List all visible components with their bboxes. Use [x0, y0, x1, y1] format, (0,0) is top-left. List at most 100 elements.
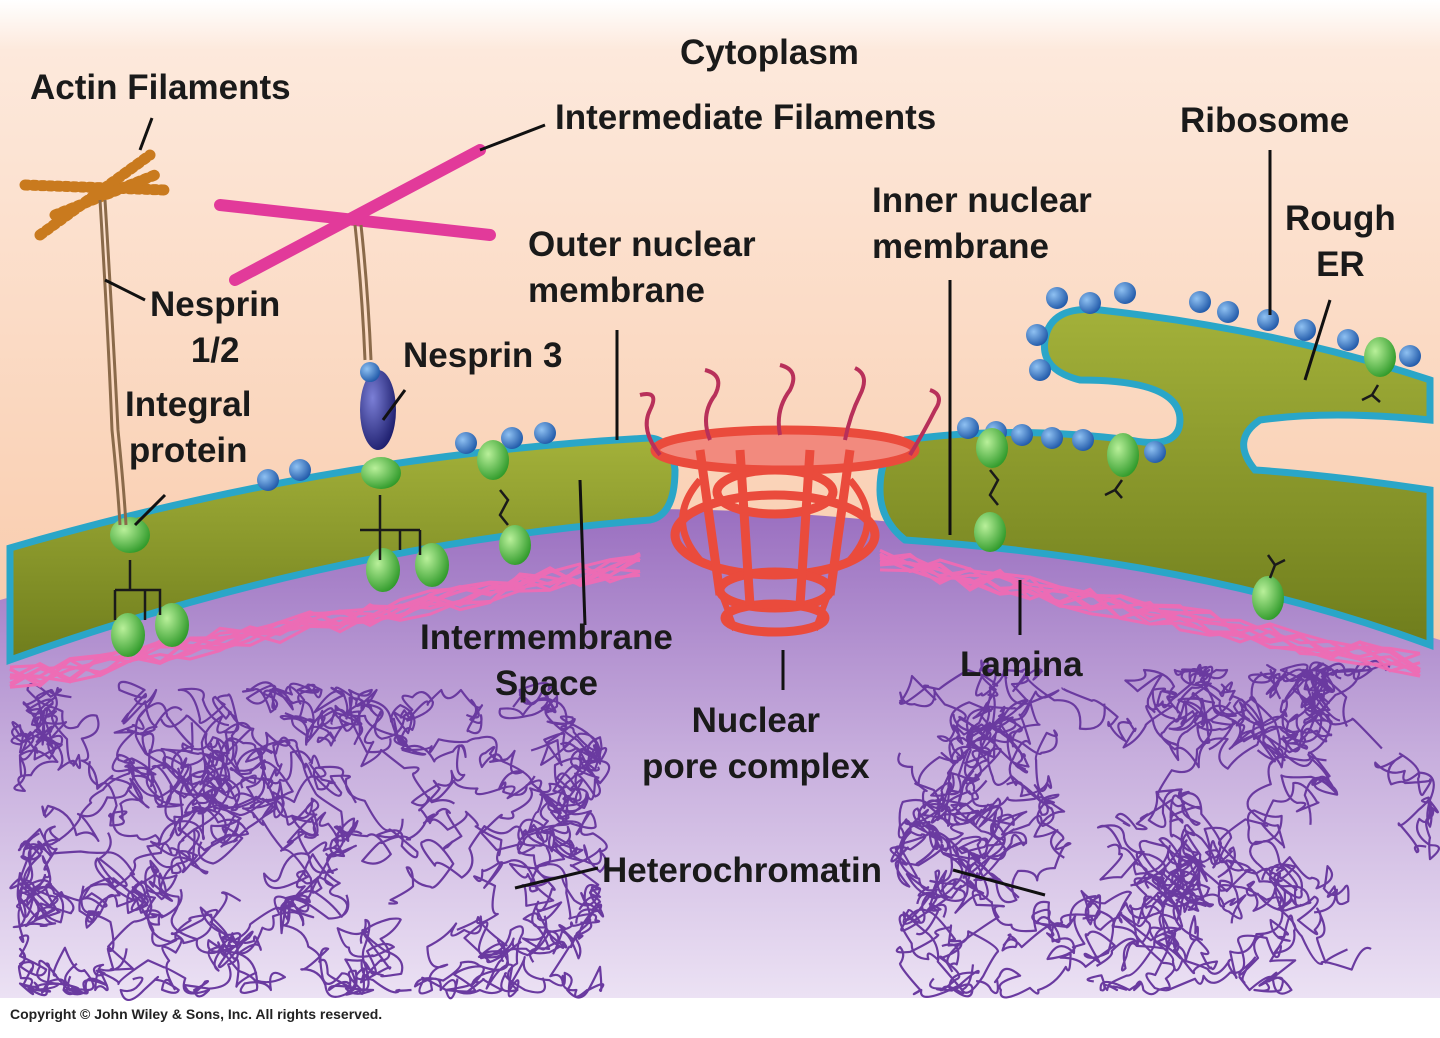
integral-protein	[366, 548, 400, 592]
chromatin-strand	[898, 688, 1030, 769]
ribosome	[1072, 429, 1094, 451]
label-integral-protein-line-2: protein	[128, 431, 248, 470]
chromatin-strand	[240, 739, 359, 874]
label-rough-er-line-2: ER	[1316, 245, 1365, 284]
chromatin-strand	[112, 872, 286, 994]
chromatin-strand	[150, 738, 244, 875]
ribosome	[1011, 424, 1033, 446]
lamina-fiber	[879, 548, 1421, 666]
ribosome	[1041, 427, 1063, 449]
ribosome	[1046, 287, 1068, 309]
lamina-fiber	[9, 551, 641, 684]
ribosome	[289, 459, 311, 481]
label-intermediate-filaments: Intermediate Filaments	[555, 98, 937, 137]
chromatin-strand	[1160, 669, 1284, 770]
label-lamina: Lamina	[960, 645, 1083, 684]
leader-lines	[104, 117, 1332, 897]
chromatin-strand	[410, 775, 555, 907]
label-intermembrane-space-line-1: Intermembrane	[420, 618, 673, 657]
label-inner-nuclear-membrane-line-1: Inner nuclear	[872, 181, 1092, 220]
chromatin-strand	[1153, 809, 1303, 979]
label-integral-protein-line-1: Integral	[125, 385, 252, 424]
integral-protein	[1107, 433, 1139, 477]
chromatin-strand	[535, 790, 608, 873]
chromatin-strand	[512, 688, 602, 767]
chromatin-strand	[1238, 914, 1372, 995]
nucleoplasm-region	[0, 509, 1440, 1000]
label-nesprin-1-2: Nesprin 1/2	[150, 282, 280, 374]
integral-protein	[111, 613, 145, 657]
integral-protein	[499, 525, 531, 565]
ribosome	[1114, 282, 1136, 304]
chromatin-strand	[897, 752, 1006, 905]
chromatin-strand	[485, 918, 605, 999]
ribosome	[534, 422, 556, 444]
label-heterochromatin: Heterochromatin	[602, 851, 883, 890]
label-inner-nuclear-membrane: Inner nuclear membrane	[872, 178, 1092, 270]
chromatin-strand	[85, 760, 178, 971]
glycosylation-marks	[1104, 384, 1381, 579]
label-cytoplasm: Cytoplasm	[680, 33, 859, 72]
footer-band	[0, 998, 1440, 1033]
ribosome	[1079, 292, 1101, 314]
integral-protein	[155, 603, 189, 647]
chromatin-strand	[273, 895, 412, 998]
label-outer-nuclear-membrane-line-2: membrane	[528, 271, 706, 310]
ribosome	[1029, 359, 1051, 381]
label-nesprin-1-2-line-1: Nesprin	[150, 285, 281, 324]
chromatin-strand	[11, 702, 150, 819]
ribosome	[1144, 441, 1166, 463]
chromatin-strand	[173, 791, 320, 852]
chromatin-strand	[360, 698, 467, 805]
chromatin-strand	[1086, 895, 1348, 996]
chromatin-strand	[1095, 891, 1204, 992]
ribosome	[501, 427, 523, 449]
label-outer-nuclear-membrane: Outer nuclear membrane	[528, 222, 756, 314]
intermediate-filaments-shape	[214, 144, 496, 286]
actin-filaments-shape	[19, 149, 171, 241]
ribosome	[1257, 309, 1279, 331]
label-integral-protein: Integral protein	[125, 382, 251, 474]
chromatin-strand	[22, 763, 135, 891]
chromatin-strand	[20, 825, 242, 947]
chromatin-strand	[1374, 752, 1440, 861]
lamina-fiber	[879, 553, 1421, 672]
chromatin-strand	[413, 915, 547, 1000]
chromatin-strand	[305, 686, 378, 745]
integral-protein	[976, 428, 1008, 468]
label-actin-filaments: Actin Filaments	[30, 68, 291, 107]
heterochromatin-mass	[9, 659, 1440, 1002]
ribosome	[1189, 291, 1211, 313]
integral-protein	[361, 457, 401, 489]
chromatin-strand	[444, 861, 510, 995]
chromatin-strand	[279, 685, 509, 763]
chromatin-strand	[1228, 662, 1333, 763]
integral-protein	[1252, 576, 1284, 620]
copyright-notice: Copyright © John Wiley & Sons, Inc. All …	[10, 1006, 383, 1022]
lamina-fiber	[879, 557, 1421, 674]
chromatin-strand	[1203, 753, 1327, 910]
lamina-fiber	[9, 567, 641, 678]
chromatin-strand	[1061, 663, 1229, 749]
chromatin-strand	[217, 830, 363, 969]
chromatin-strand	[463, 900, 596, 964]
sun-protein-links	[113, 469, 1000, 620]
label-intermembrane-space: Intermembrane Space	[420, 615, 673, 707]
integral-protein-group	[110, 337, 1396, 657]
integral-protein	[1364, 337, 1396, 377]
ribosome	[957, 417, 979, 439]
chromatin-strand	[311, 807, 463, 894]
chromatin-strand	[898, 659, 997, 826]
chromatin-strand	[516, 818, 602, 951]
chromatin-strand	[963, 674, 1106, 827]
ribosome	[1217, 301, 1239, 323]
label-nesprin-1-2-line-2: 1/2	[190, 331, 240, 370]
label-intermembrane-space-line-2: Space	[494, 664, 598, 703]
integral-protein	[974, 512, 1006, 552]
chromatin-strand	[30, 946, 108, 997]
integral-protein	[415, 543, 449, 587]
lamina-fiber	[9, 559, 641, 688]
ribosome	[1337, 329, 1359, 351]
